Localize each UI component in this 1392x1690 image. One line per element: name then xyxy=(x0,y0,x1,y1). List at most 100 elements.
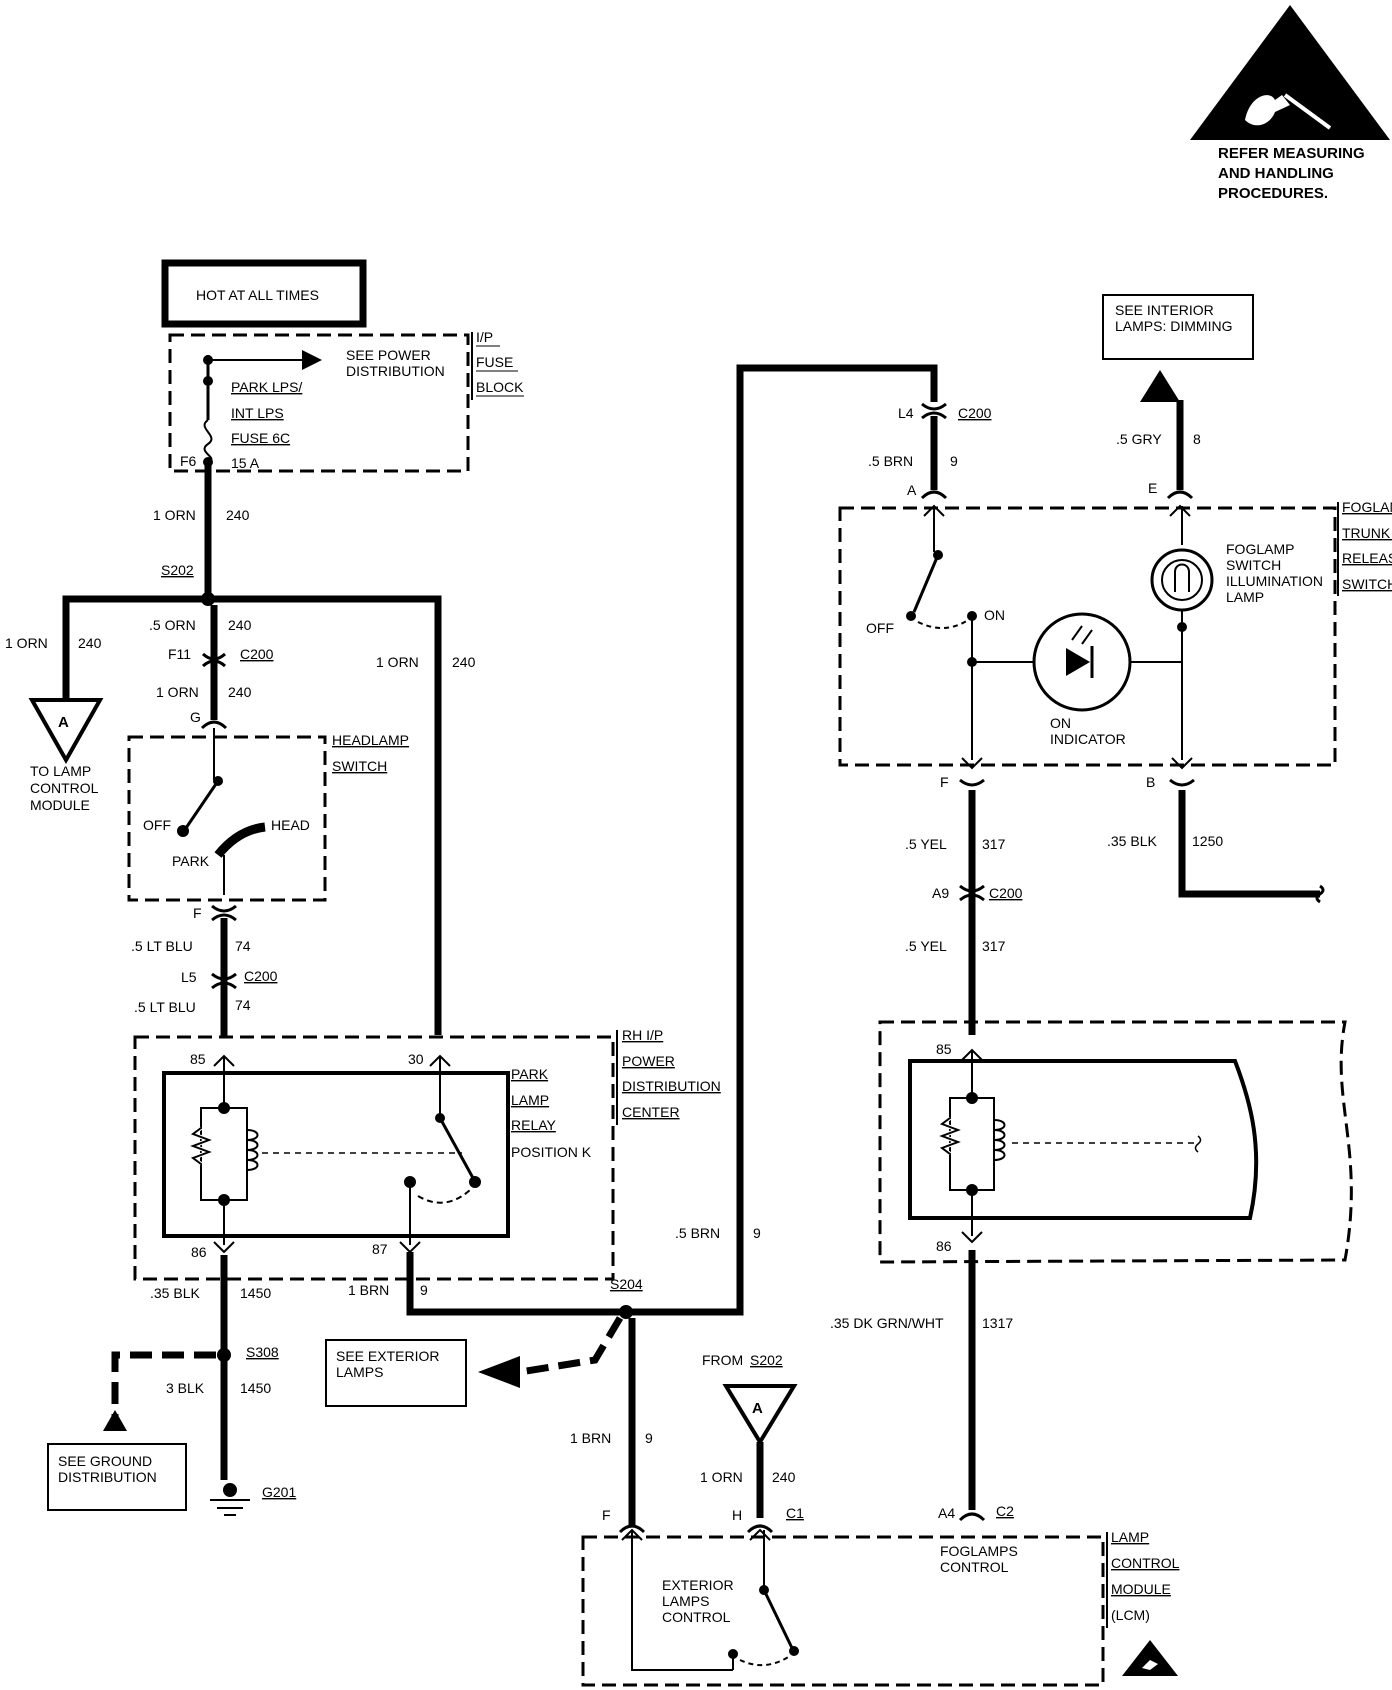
w240-to-g-circuit: 240 xyxy=(228,684,252,700)
s204-label: S204 xyxy=(610,1276,643,1292)
w240-to-g-size: 1 ORN xyxy=(156,684,199,700)
conn-c200-d: C200 xyxy=(989,885,1023,901)
w9-down-size: 1 BRN xyxy=(570,1430,611,1446)
s308-label: S308 xyxy=(246,1344,279,1360)
conn-f-head: F xyxy=(193,905,202,921)
headlamp-switch-name-1: HEADLAMP xyxy=(332,732,409,748)
ext-ctrl-line-3: CONTROL xyxy=(662,1609,731,1625)
illum-line-2: SWITCH xyxy=(1226,557,1281,573)
to-lcm-line-2: CONTROL xyxy=(30,780,99,796)
w74-lower-circuit: 74 xyxy=(235,997,251,1013)
w9-down-circuit: 9 xyxy=(645,1430,653,1446)
lcm-conn-c1: C1 xyxy=(786,1505,804,1521)
conn-l5: L5 xyxy=(181,969,197,985)
w240-right-circuit: 240 xyxy=(452,654,476,670)
esd-warning-icon xyxy=(1190,5,1390,140)
on-indicator-led-icon xyxy=(1032,612,1132,712)
see-interior-box xyxy=(1102,294,1254,360)
fog-ctrl-line-2: CONTROL xyxy=(940,1559,1009,1575)
w240-s202-down-size: .5 ORN xyxy=(149,617,196,633)
w317-lower-circuit: 317 xyxy=(982,938,1006,954)
w240-left-circuit: 240 xyxy=(78,635,102,651)
center-name-4: CENTER xyxy=(622,1104,680,1120)
w240-s202-down-circuit: 240 xyxy=(228,617,252,633)
lcm-name-4: (LCM) xyxy=(1111,1607,1150,1623)
lcm-esd-warning-icon xyxy=(1122,1640,1178,1676)
w9-up-circuit: 9 xyxy=(753,1225,761,1241)
fog-off: OFF xyxy=(866,620,894,636)
conn-a9: A9 xyxy=(932,885,949,901)
fuse-block-name-1: I/P xyxy=(476,329,493,345)
ip-fuse-block xyxy=(168,333,470,473)
see-ground-line-2: DISTRIBUTION xyxy=(58,1469,157,1485)
w240-right-size: 1 ORN xyxy=(376,654,419,670)
hot-at-all-times-label: HOT AT ALL TIMES xyxy=(196,287,319,303)
center-name-1: RH I/P xyxy=(622,1027,663,1043)
lcm-name-2: CONTROL xyxy=(1111,1555,1180,1571)
w9-up-size: .5 BRN xyxy=(675,1225,720,1241)
lcm-conn-c2: C2 xyxy=(996,1503,1014,1519)
fog-relay xyxy=(908,1059,1259,1220)
w8-size: .5 GRY xyxy=(1116,431,1162,447)
fog-ctrl-line-1: FOGLAMPS xyxy=(940,1543,1018,1559)
w1317-size: .35 DK GRN/WHT xyxy=(830,1315,944,1331)
fog-relay-pin-85: 85 xyxy=(936,1041,952,1057)
w9-87-size: 1 BRN xyxy=(348,1282,389,1298)
see-exterior-line-2: LAMPS xyxy=(336,1364,383,1380)
illum-line-1: FOGLAMP xyxy=(1226,541,1294,557)
w317-lower-size: .5 YEL xyxy=(905,938,947,954)
relay-pin-85: 85 xyxy=(190,1051,206,1067)
esd-notice-line-2: AND HANDLING xyxy=(1218,165,1334,182)
relay-name-4: POSITION K xyxy=(511,1144,592,1160)
see-interior-line-2: LAMPS: DIMMING xyxy=(1115,318,1232,334)
w317-upper-circuit: 317 xyxy=(982,836,1006,852)
w317-upper-size: .5 YEL xyxy=(905,836,947,852)
w1317-circuit: 1317 xyxy=(982,1315,1013,1331)
to-lcm-line-1: TO LAMP xyxy=(30,763,91,779)
conn-l4: L4 xyxy=(898,405,914,421)
to-lcm-line-3: MODULE xyxy=(30,797,90,813)
conn-c200-a: C200 xyxy=(240,646,274,662)
ext-ctrl-line-1: EXTERIOR xyxy=(662,1577,734,1593)
fog-on: ON xyxy=(984,607,1005,623)
from-letter: A xyxy=(752,1400,763,1417)
lcm-conn-h: H xyxy=(732,1507,742,1523)
relay-pin-30: 30 xyxy=(408,1051,424,1067)
headlamp-switch-name-2: SWITCH xyxy=(332,758,387,774)
illum-line-4: LAMP xyxy=(1226,589,1264,605)
fog-switch-name-4: SWITCH xyxy=(1342,576,1392,592)
foglamp-illumination-lamp-icon xyxy=(1150,548,1214,612)
lcm-conn-f: F xyxy=(602,1507,611,1523)
ext-ctrl-line-2: LAMPS xyxy=(662,1593,709,1609)
w1450-upper-size: .35 BLK xyxy=(150,1285,200,1301)
center-name-3: DISTRIBUTION xyxy=(622,1078,721,1094)
fuse-line-3: FUSE 6C xyxy=(231,430,290,446)
w1450-lower-circuit: 1450 xyxy=(240,1380,271,1396)
relay-pin-86: 86 xyxy=(191,1244,207,1260)
fog-switch-name-1: FOGLAMP/ xyxy=(1342,499,1392,515)
fuse-line-2: INT LPS xyxy=(231,405,284,421)
w240-main-circuit: 240 xyxy=(226,507,250,523)
from-s202-triangle xyxy=(722,1384,798,1446)
w9-top-circuit: 9 xyxy=(950,453,958,469)
relay-name-2: LAMP xyxy=(511,1092,549,1108)
to-lcm-letter: A xyxy=(58,714,69,731)
hs-park: PARK xyxy=(172,853,210,869)
from-label: FROM xyxy=(702,1352,743,1368)
see-power-line-1: SEE POWER xyxy=(346,347,431,363)
w74-upper-size: .5 LT BLU xyxy=(131,938,193,954)
foglamp-trunk-lid-release-switch xyxy=(838,506,1337,767)
conn-g: G xyxy=(190,709,201,725)
ground-symbol-icon xyxy=(210,1483,250,1516)
headlamp-switch xyxy=(127,735,327,902)
see-interior-line-1: SEE INTERIOR xyxy=(1115,302,1214,318)
w8-circuit: 8 xyxy=(1193,431,1201,447)
on-indicator-line-2: INDICATOR xyxy=(1050,731,1126,747)
conn-e: E xyxy=(1148,480,1157,496)
hot-at-all-times-box xyxy=(161,259,367,328)
w1450-lower-size: 3 BLK xyxy=(166,1380,205,1396)
w1250-circuit: 1250 xyxy=(1192,833,1223,849)
see-ground-line-1: SEE GROUND xyxy=(58,1453,152,1469)
w240-lcm-size: 1 ORN xyxy=(700,1469,743,1485)
